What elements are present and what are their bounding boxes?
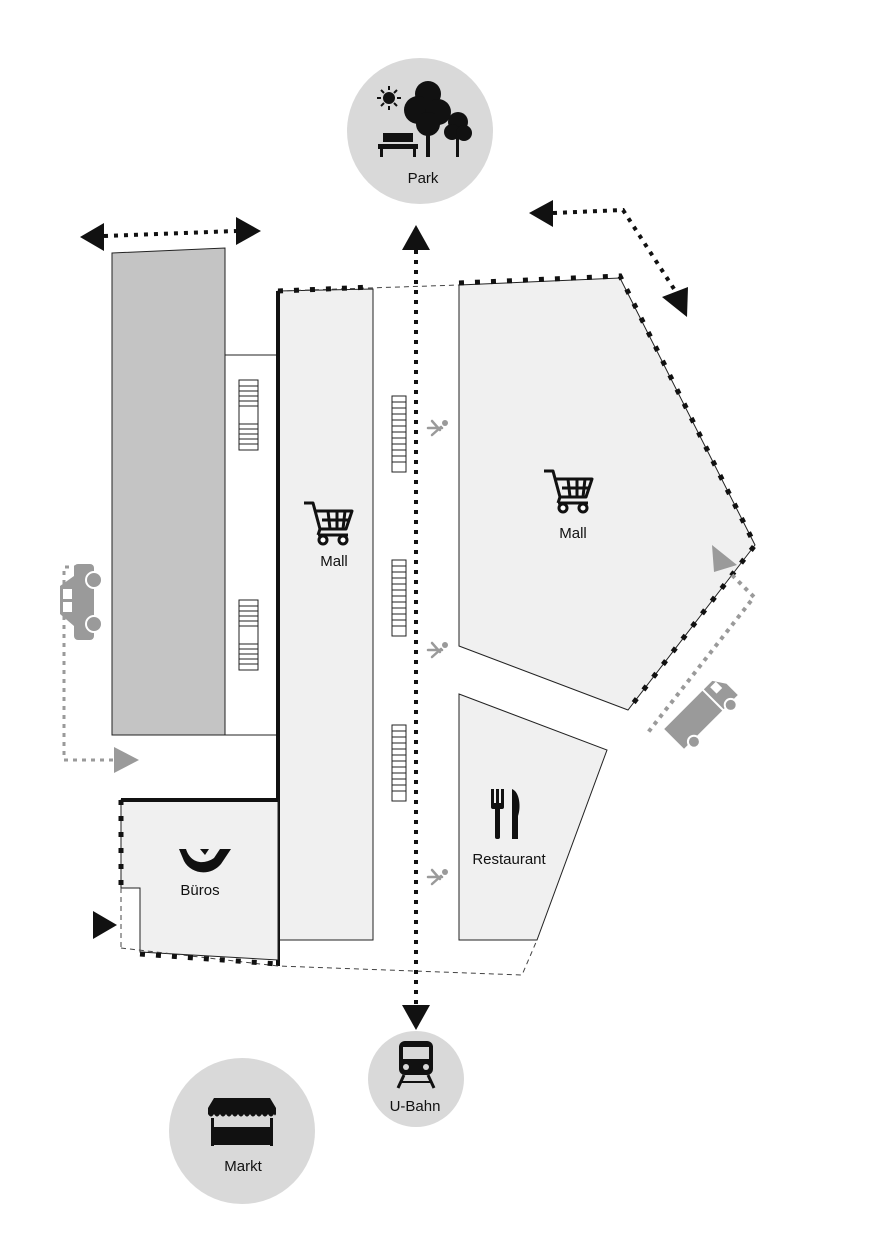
mall-left-building [277,288,374,941]
subway-circle [368,1031,464,1127]
pedestrian-icon [426,641,448,659]
truck-route [644,573,757,737]
market-stall-icon [208,1098,276,1146]
train-icon [396,1041,436,1089]
pedestrian-icon [426,419,448,437]
stairs-left-lower [238,599,259,671]
restaurant-label: Restaurant [472,851,546,868]
mall-right-building [458,277,756,711]
shopping-cart-icon [544,469,594,514]
park-trees-bench-icon [377,81,472,157]
arrow-top-right-head-left [529,200,553,227]
site-boundary [120,284,538,976]
offices-label: Büros [180,882,219,899]
fork-knife-icon [491,789,520,839]
stairs-center-1 [391,395,407,473]
post-horn-icon [179,849,231,873]
car-route-arrow [114,747,139,773]
arrow-up-park [402,225,430,250]
stairs-left-upper [238,379,259,451]
mall-right-label: Mall [559,525,587,542]
shopping-cart-icon [304,501,354,546]
subway-label: U-Bahn [390,1098,441,1115]
mall-left-label: Mall [320,553,348,570]
car-icon [60,564,103,640]
arrow-top-right-line [552,207,678,294]
car-route [62,565,116,762]
arrow-top-left-head-left [80,223,104,251]
restaurant-building [458,693,608,941]
arrow-top-right-head-down [662,287,688,317]
offices-building [120,799,279,961]
truck-icon [664,680,738,749]
frontage-dotted [118,273,758,967]
stairs-center-2 [391,559,407,637]
market-label: Markt [224,1158,262,1175]
offices-entrance-arrow [93,911,117,939]
arrow-top-left-head-right [236,217,261,245]
arrow-top-left-line [103,229,237,238]
pedestrian-icon [426,868,448,886]
stairs-center-3 [391,724,407,802]
park-label: Park [408,170,439,187]
parking-garage [111,247,226,736]
arrow-down-subway [402,1005,430,1030]
truck-route-arrow [712,545,737,572]
